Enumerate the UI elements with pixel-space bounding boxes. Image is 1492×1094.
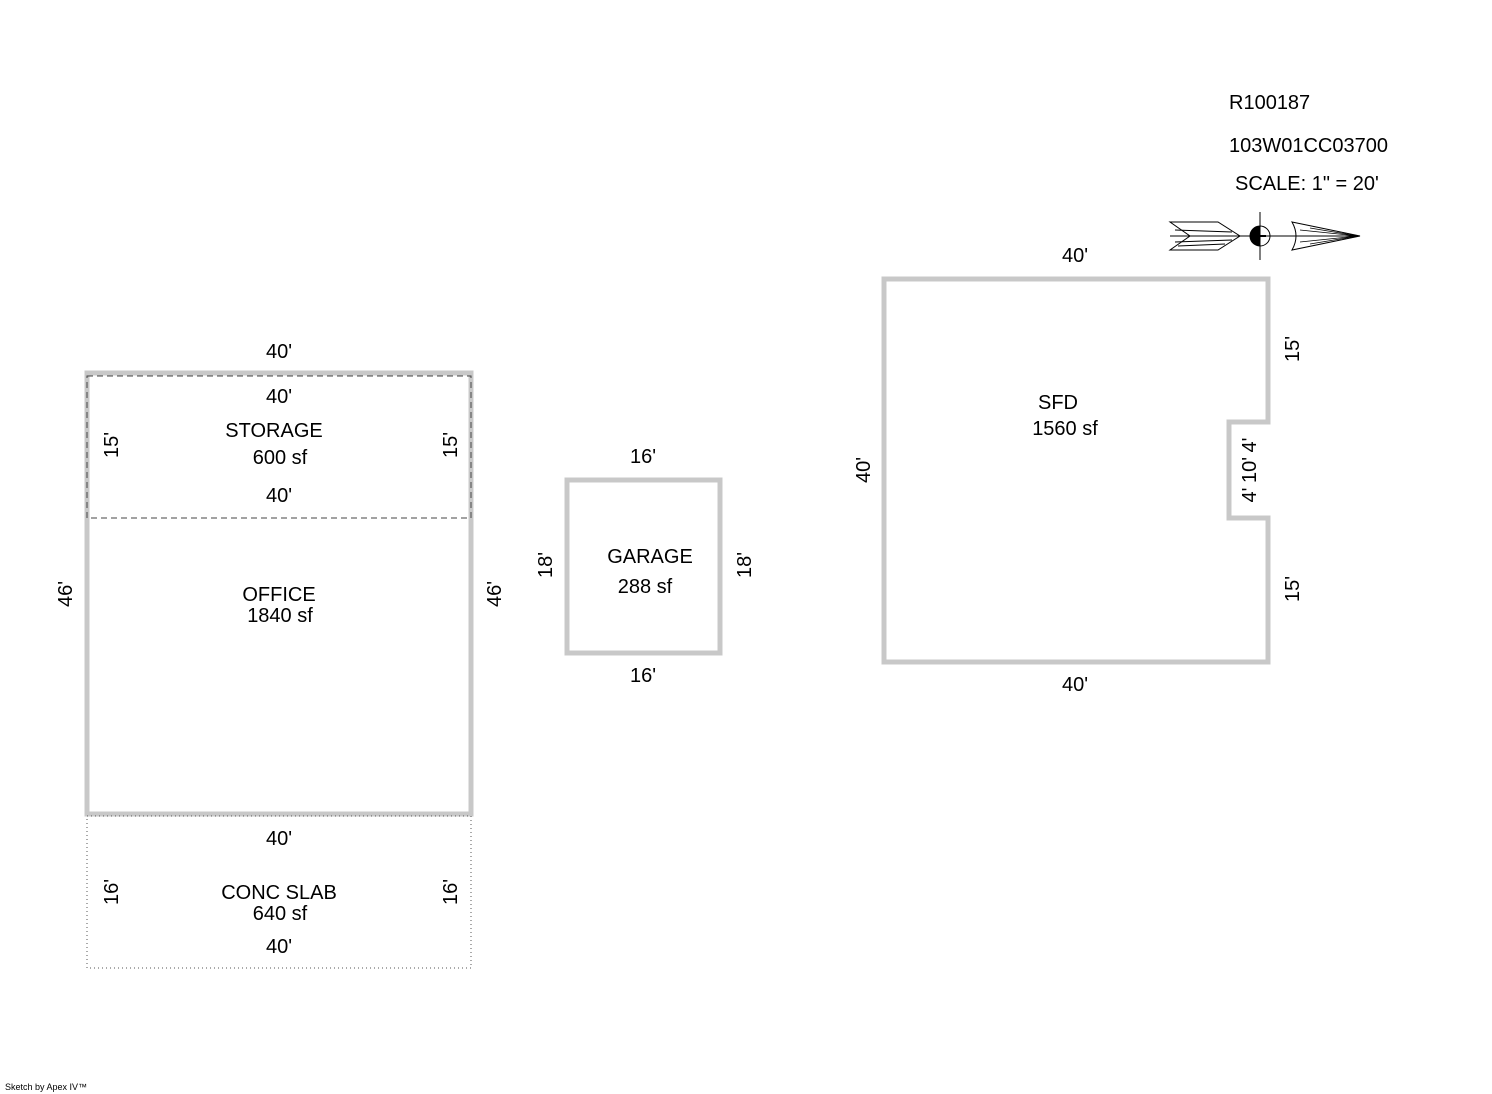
office-area: 40' 46' 46' OFFICE 1840 sf xyxy=(55,341,506,817)
conc-slab-left-dim: 16' xyxy=(101,879,123,905)
garage-area: 16' 16' 18' 18' GARAGE 288 sf xyxy=(535,446,756,687)
storage-label: STORAGE xyxy=(225,420,322,442)
storage-area-value: 600 sf xyxy=(253,447,308,469)
sfd-label: SFD xyxy=(1038,392,1078,414)
conc-slab-top-dim: 40' xyxy=(266,828,292,850)
storage-top-dim: 40' xyxy=(266,386,292,408)
map-tax-lot: 103W01CC03700 xyxy=(1229,135,1388,157)
office-area-value: 1840 sf xyxy=(247,605,313,627)
sfd-outline xyxy=(881,276,1271,665)
garage-bottom-dim: 16' xyxy=(630,665,656,687)
garage-left-dim: 18' xyxy=(535,552,557,578)
sfd-notch-top-dim: 4' xyxy=(1239,438,1261,453)
storage-outline xyxy=(86,375,472,519)
storage-left-dim: 15' xyxy=(101,432,123,458)
office-label: OFFICE xyxy=(242,584,315,606)
garage-right-dim: 18' xyxy=(734,552,756,578)
sfd-area: 40' 40' 40' 15' 15' 4' 10' 4' SFD 1560 s… xyxy=(853,245,1304,696)
office-outline xyxy=(84,370,474,817)
conc-slab-area: 40' 40' 16' 16' CONC SLAB 640 sf xyxy=(86,815,472,969)
garage-label: GARAGE xyxy=(607,546,693,568)
scale-label: SCALE: 1" = 20' xyxy=(1235,173,1379,195)
sfd-right-upper-dim: 15' xyxy=(1282,336,1304,362)
storage-area: 40' 40' 15' 15' STORAGE 600 sf xyxy=(86,375,472,519)
account-number: R100187 xyxy=(1229,92,1310,114)
office-right-dim: 46' xyxy=(484,581,506,607)
storage-right-dim: 15' xyxy=(440,432,462,458)
sfd-left-dim: 40' xyxy=(853,457,875,483)
north-arrow-icon xyxy=(1168,212,1361,260)
conc-slab-area-value: 640 sf xyxy=(253,903,308,925)
office-top-dim: 40' xyxy=(266,341,292,363)
sfd-area-value: 1560 sf xyxy=(1032,418,1098,440)
footer-credit: Sketch by Apex IV™ xyxy=(5,1082,87,1092)
conc-slab-label: CONC SLAB xyxy=(221,882,337,904)
sfd-right-lower-dim: 15' xyxy=(1282,576,1304,602)
conc-slab-bottom-dim: 40' xyxy=(266,936,292,958)
office-left-dim: 46' xyxy=(55,581,77,607)
sfd-top-dim: 40' xyxy=(1062,245,1088,267)
sfd-notch-bottom-dim: 4' xyxy=(1239,488,1261,503)
garage-top-dim: 16' xyxy=(630,446,656,468)
storage-bottom-dim: 40' xyxy=(266,485,292,507)
conc-slab-outline xyxy=(86,815,472,969)
garage-area-value: 288 sf xyxy=(618,576,673,598)
sfd-bottom-dim: 40' xyxy=(1062,674,1088,696)
conc-slab-right-dim: 16' xyxy=(440,879,462,905)
sfd-notch-side-dim: 10' xyxy=(1239,457,1261,483)
garage-outline xyxy=(564,477,723,656)
